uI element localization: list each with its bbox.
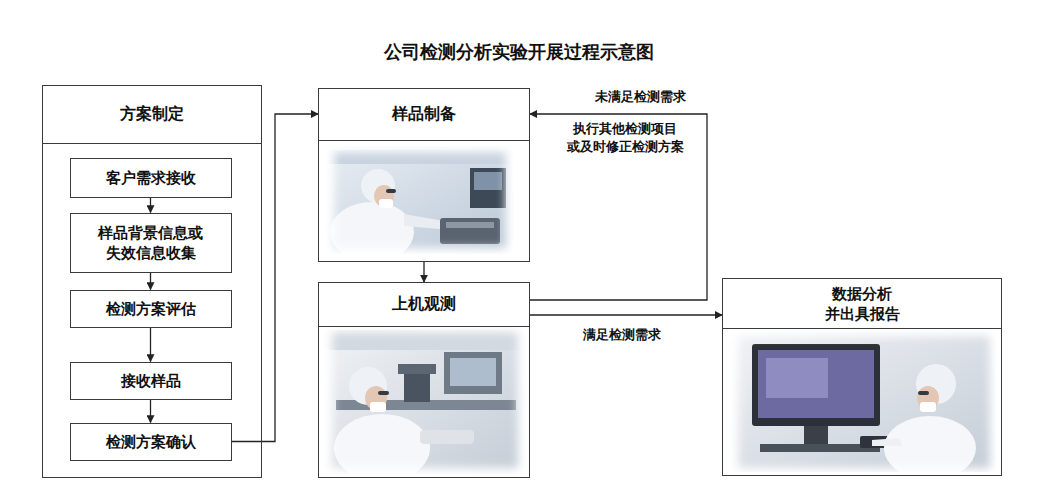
flow-arrow bbox=[423, 262, 424, 282]
edge-label: 未满足检测需求 bbox=[578, 88, 702, 106]
process-label: 样品背景信息或 失效信息收集 bbox=[91, 223, 211, 262]
stage-panel: 上机观测 bbox=[318, 282, 530, 478]
note-label: 执行其他检测项目 或及时修正检测方案 bbox=[548, 120, 702, 155]
stage-panel: 数据分析 并出具报告 bbox=[722, 278, 1002, 476]
process-box: 客户需求接收 bbox=[70, 158, 232, 198]
flow-arrow bbox=[530, 114, 707, 300]
observation-photo bbox=[324, 326, 526, 482]
report-photo bbox=[730, 330, 996, 480]
panel-title: 方案制定 bbox=[120, 104, 184, 125]
process-label: 检测方案评估 bbox=[106, 299, 196, 319]
flow-arrow bbox=[150, 400, 151, 423]
panel-title: 数据分析 并出具报告 bbox=[817, 284, 907, 323]
process-box: 样品背景信息或 失效信息收集 bbox=[70, 213, 232, 273]
flow-arrow bbox=[232, 114, 319, 442]
stage-panel: 样品制备 bbox=[318, 88, 530, 262]
flow-arrow bbox=[530, 314, 722, 315]
panel-header: 样品制备 bbox=[319, 89, 529, 141]
process-label: 接收样品 bbox=[121, 371, 181, 391]
sample-prep-photo bbox=[326, 146, 514, 262]
flow-arrow bbox=[150, 198, 151, 213]
flow-arrow bbox=[150, 273, 151, 290]
edge-label: 满足检测需求 bbox=[560, 326, 684, 344]
process-box: 检测方案确认 bbox=[70, 423, 232, 461]
process-box: 检测方案评估 bbox=[70, 290, 232, 328]
panel-header: 上机观测 bbox=[319, 283, 529, 327]
panel-header: 方案制定 bbox=[43, 86, 261, 144]
flow-arrow bbox=[150, 328, 151, 362]
panel-title: 上机观测 bbox=[392, 294, 456, 315]
stage-panel: 方案制定客户需求接收样品背景信息或 失效信息收集检测方案评估接收样品检测方案确认 bbox=[42, 85, 262, 478]
panel-title: 样品制备 bbox=[392, 104, 456, 125]
process-box: 接收样品 bbox=[70, 362, 232, 400]
process-label: 客户需求接收 bbox=[106, 168, 196, 188]
diagram-title: 公司检测分析实验开展过程示意图 bbox=[0, 40, 1038, 64]
panel-header: 数据分析 并出具报告 bbox=[723, 279, 1001, 329]
process-label: 检测方案确认 bbox=[106, 432, 196, 452]
